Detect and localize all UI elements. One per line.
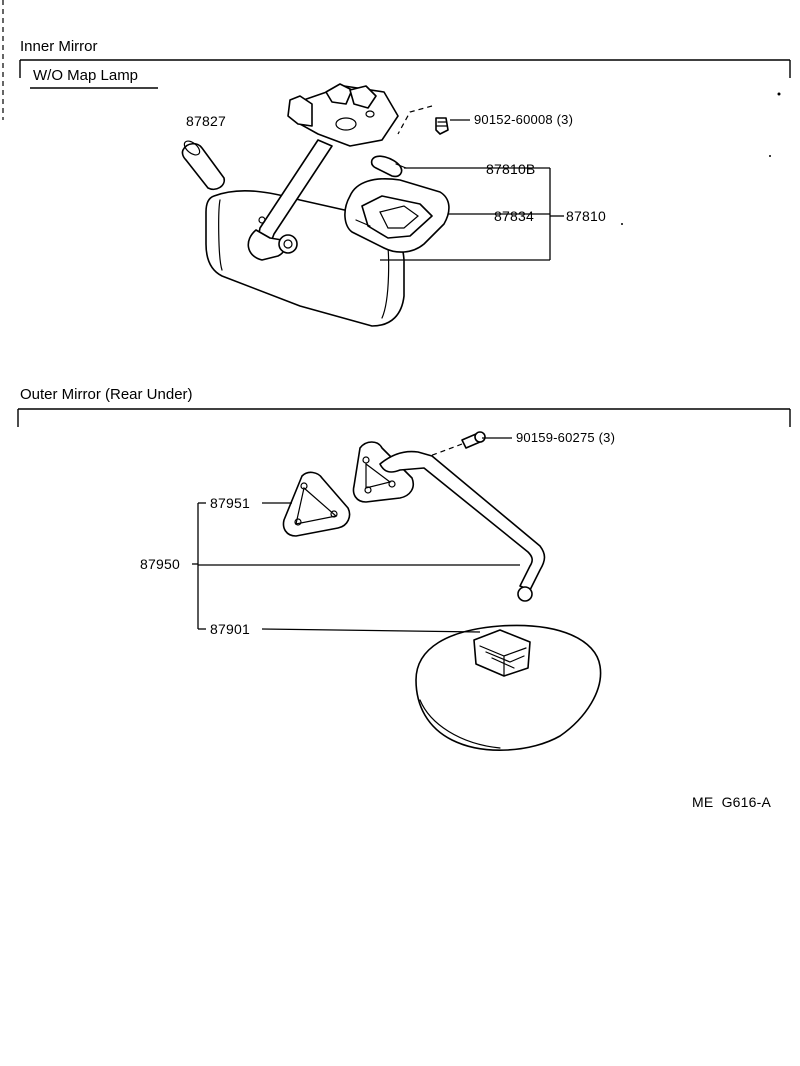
inner-section-frame [19, 59, 791, 89]
outer-section-frame [17, 408, 791, 427]
label-87834: 87834 [494, 208, 534, 224]
lens-87834-icon [344, 178, 450, 253]
mirror-stay-arm [247, 139, 333, 261]
bulb-87827-icon [181, 140, 226, 191]
scan-speck [777, 92, 781, 96]
figure-code: ME G616-A [692, 794, 772, 810]
mirror-stay-87950-icon [379, 450, 546, 602]
label-90159: 90159-60275 (3) [516, 430, 616, 445]
label-87950: 87950 [140, 556, 180, 572]
bolt-guide-line [429, 443, 463, 457]
outer-leaders [192, 437, 520, 633]
mirror-head-87901-icon [415, 624, 602, 751]
mount-bracket [287, 83, 399, 147]
scan-speck [769, 155, 771, 157]
screw-guide-line [397, 105, 433, 135]
label-87827: 87827 [186, 113, 226, 129]
inner-leaders [380, 119, 564, 261]
label-87901: 87901 [210, 621, 250, 637]
bracket-87951-icon [282, 471, 351, 537]
screw-90152-icon [435, 117, 449, 135]
scan-speck [621, 223, 623, 225]
bulb-87810b-icon [370, 155, 407, 178]
label-87951: 87951 [210, 495, 250, 511]
label-87810: 87810 [566, 208, 606, 224]
bolt-90159-icon [461, 431, 486, 449]
label-87810b: 87810B [486, 161, 536, 177]
label-90152: 90152-60008 (3) [474, 112, 574, 127]
arm-base-plate [352, 441, 415, 503]
map-lamp-subtitle: W/O Map Lamp [33, 67, 139, 84]
outer-mirror-title: Outer Mirror (Rear Under) [20, 386, 193, 403]
inner-mirror-title: Inner Mirror [20, 38, 98, 55]
